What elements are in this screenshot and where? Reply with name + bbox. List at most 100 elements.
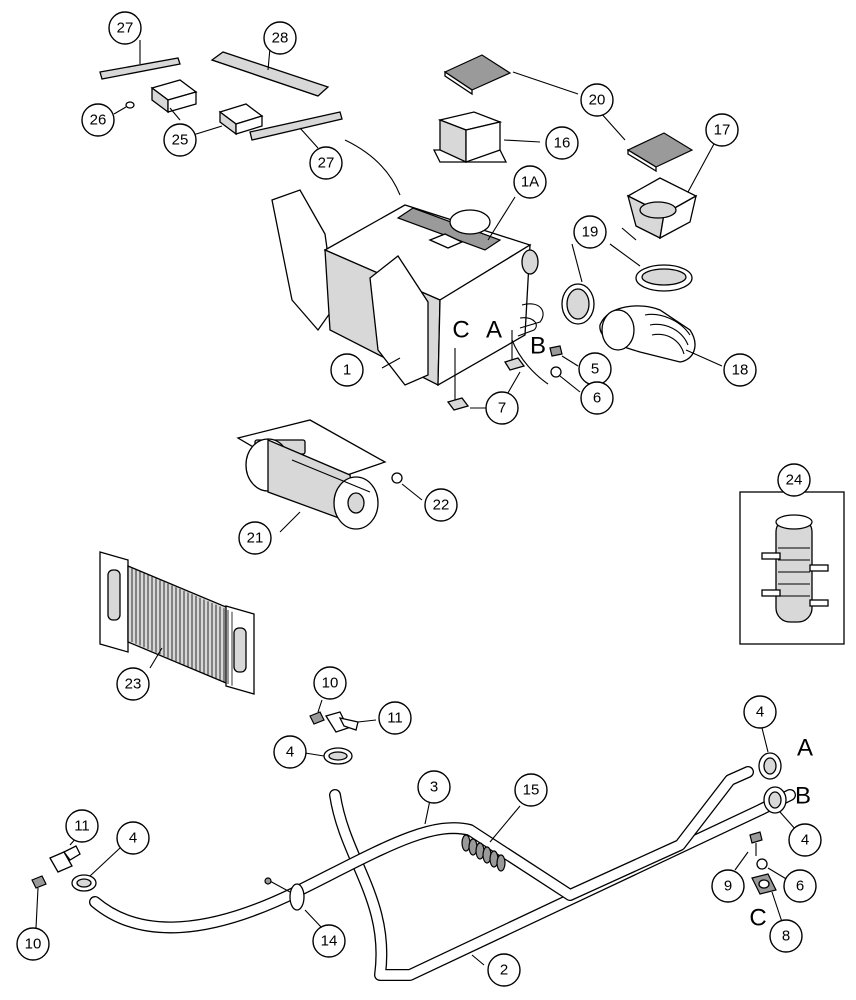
clip-8 bbox=[751, 873, 783, 923]
callout-15: 15 bbox=[514, 773, 548, 807]
heater-box-1 bbox=[271, 189, 549, 411]
callout-14: 14 bbox=[312, 924, 346, 958]
plug-26 bbox=[113, 101, 135, 115]
svg-text:9: 9 bbox=[724, 878, 732, 895]
screw-9 bbox=[734, 831, 763, 871]
svg-text:4: 4 bbox=[286, 744, 294, 761]
callout-layer: 27 28 26 25 27 20 16 17 1A 19 18 5 6 1 7… bbox=[16, 11, 822, 987]
fitting-10-mid bbox=[309, 699, 325, 725]
callout-27-top: 27 bbox=[108, 11, 142, 45]
hose-letter-a: A bbox=[797, 735, 813, 762]
callout-23: 23 bbox=[116, 667, 150, 701]
svg-text:19: 19 bbox=[582, 224, 599, 241]
svg-text:1A: 1A bbox=[521, 174, 539, 191]
callout-4-right-bottom: 4 bbox=[788, 823, 822, 857]
svg-text:23: 23 bbox=[125, 676, 142, 693]
drain-hose-24 bbox=[761, 514, 829, 623]
svg-text:18: 18 bbox=[732, 362, 749, 379]
callout-25: 25 bbox=[163, 123, 197, 157]
callout-8: 8 bbox=[769, 919, 803, 953]
callout-16: 16 bbox=[545, 126, 579, 160]
svg-text:25: 25 bbox=[172, 132, 189, 149]
callout-19: 19 bbox=[573, 215, 607, 249]
callout-18: 18 bbox=[723, 353, 757, 387]
box-letter-c: C bbox=[452, 317, 469, 344]
washer-6-top bbox=[550, 366, 581, 393]
duct-outlet-17 bbox=[621, 141, 716, 241]
elbow-11-left bbox=[49, 835, 81, 873]
callout-1: 1 bbox=[330, 353, 364, 387]
svg-text:5: 5 bbox=[591, 361, 599, 378]
hose-2 bbox=[329, 789, 796, 981]
box-letter-b: B bbox=[530, 333, 546, 360]
seal-strip-28 bbox=[210, 47, 330, 97]
svg-text:3: 3 bbox=[430, 779, 438, 796]
callout-11-mid: 11 bbox=[378, 701, 412, 735]
svg-text:8: 8 bbox=[782, 928, 790, 945]
svg-text:11: 11 bbox=[74, 818, 90, 835]
callout-22: 22 bbox=[424, 488, 458, 522]
filter-20-top bbox=[443, 54, 579, 96]
blower-21 bbox=[236, 419, 387, 530]
svg-text:21: 21 bbox=[247, 530, 264, 547]
foam-block-25b bbox=[169, 103, 264, 136]
svg-text:10: 10 bbox=[25, 936, 42, 953]
callout-26: 26 bbox=[81, 103, 115, 137]
svg-text:6: 6 bbox=[593, 390, 601, 407]
elbow-11-mid bbox=[324, 711, 377, 733]
callout-4-left: 4 bbox=[116, 821, 150, 855]
clamp-14 bbox=[264, 877, 323, 929]
svg-text:4: 4 bbox=[801, 832, 809, 849]
svg-text:26: 26 bbox=[90, 112, 107, 129]
leader-curve-seal bbox=[344, 139, 401, 196]
callout-3: 3 bbox=[417, 770, 451, 804]
callout-7: 7 bbox=[485, 391, 519, 425]
foam-block-25a bbox=[150, 79, 198, 114]
spring-guard-15 bbox=[461, 805, 521, 872]
heater-core-23 bbox=[99, 551, 255, 695]
clamp-4-mid bbox=[304, 747, 353, 765]
svg-text:2: 2 bbox=[500, 962, 508, 979]
seal-strip-27-top bbox=[99, 40, 181, 80]
seal-strip-27-mid bbox=[249, 111, 343, 149]
svg-text:15: 15 bbox=[523, 782, 540, 799]
fitting-10-left bbox=[31, 875, 47, 929]
hose-letter-b: B bbox=[795, 783, 811, 810]
screw-5 bbox=[549, 345, 579, 367]
callout-1a: 1A bbox=[513, 165, 547, 199]
callout-10-mid: 10 bbox=[313, 666, 347, 700]
svg-text:7: 7 bbox=[498, 400, 506, 417]
callout-28: 28 bbox=[263, 21, 297, 55]
svg-text:16: 16 bbox=[554, 135, 571, 152]
svg-text:22: 22 bbox=[433, 497, 450, 514]
svg-text:27: 27 bbox=[117, 20, 134, 37]
callout-9: 9 bbox=[711, 869, 745, 903]
svg-text:10: 10 bbox=[322, 675, 339, 692]
callout-4-mid: 4 bbox=[273, 735, 307, 769]
callout-21: 21 bbox=[238, 521, 272, 555]
svg-text:4: 4 bbox=[129, 830, 137, 847]
clamp-19-left bbox=[561, 283, 595, 325]
callout-11-left: 11 bbox=[65, 809, 99, 843]
washer-6-bottom bbox=[756, 858, 789, 881]
svg-text:11: 11 bbox=[387, 710, 403, 727]
svg-text:14: 14 bbox=[321, 933, 338, 950]
svg-text:17: 17 bbox=[714, 122, 731, 139]
svg-text:6: 6 bbox=[796, 878, 804, 895]
callout-6-top: 6 bbox=[580, 381, 614, 415]
svg-text:27: 27 bbox=[318, 155, 335, 172]
callout-2: 2 bbox=[487, 953, 521, 987]
svg-text:1: 1 bbox=[343, 362, 351, 379]
callout-10-left: 10 bbox=[16, 927, 50, 961]
heater-core-fins bbox=[131, 568, 233, 686]
callout-5: 5 bbox=[578, 352, 612, 386]
duct-outlet-16 bbox=[432, 111, 541, 164]
callout-6-bottom: 6 bbox=[783, 869, 817, 903]
callout-17: 17 bbox=[705, 113, 739, 147]
svg-text:20: 20 bbox=[589, 92, 606, 109]
callout-20: 20 bbox=[580, 83, 614, 117]
clamp-4-left bbox=[71, 847, 121, 892]
clamp-4-right-top bbox=[758, 727, 782, 780]
callout-4-right-top: 4 bbox=[743, 695, 777, 729]
